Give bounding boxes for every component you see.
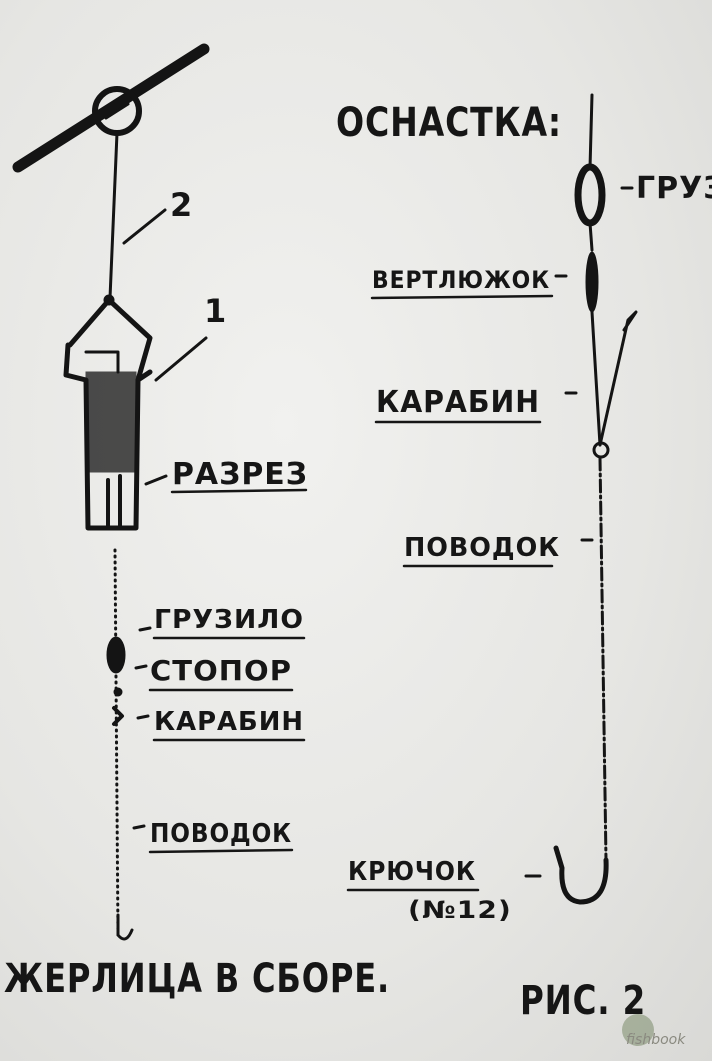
main-line-lower — [113, 548, 120, 937]
swivel — [585, 251, 599, 313]
snap-right — [598, 310, 638, 447]
label-povodok-right: ПОВОДОК — [404, 533, 560, 563]
label-hook-size: (№12) — [408, 896, 512, 924]
title-osnastka: ОСНАСТКА: — [336, 100, 562, 146]
label-stopor: СТОПОР — [150, 654, 292, 687]
weight — [574, 163, 606, 227]
label-povodok-left: ПОВОДОК — [150, 819, 292, 849]
hook — [553, 845, 609, 905]
label-vertlyuzhok: ВЕРТЛЮЖОК — [372, 266, 550, 294]
label-gruzilo: ГРУЗИЛО — [154, 605, 304, 635]
watermark-logo-icon — [622, 1014, 654, 1046]
left-hook — [116, 913, 134, 941]
sinker — [106, 636, 126, 674]
zherlitsa-assembly: 2 1 РАЗРЕЗ ГРУЗИЛО СТОПОР КАРАБИН ПОВОДО… — [4, 43, 390, 1002]
watermark: fishbook — [622, 1014, 686, 1048]
callout-1: 1 — [204, 292, 227, 330]
snap — [112, 706, 124, 726]
main-line — [588, 93, 594, 170]
float-body — [63, 342, 153, 531]
label-gruz: ГРУЗ — [636, 171, 712, 206]
float-slot — [106, 474, 122, 530]
main-line-upper — [108, 131, 119, 300]
watermark-text: fishbook — [626, 1032, 686, 1048]
callout-2: 2 — [170, 186, 193, 224]
label-kryuchok: КРЮЧОК — [348, 857, 476, 887]
label-karabin-right: КАРАБИН — [376, 385, 540, 420]
cross-stick — [12, 43, 210, 173]
leader — [598, 456, 608, 862]
stopper — [113, 687, 123, 697]
label-razrez: РАЗРЕЗ — [172, 457, 308, 492]
rig-detail: ОСНАСТКА: ГРУЗ ВЕРТЛЮЖОК КАРАБИН ПОВОДОК… — [336, 93, 712, 1024]
float-bridle — [67, 297, 153, 383]
figure-label: РИС. 2 — [520, 978, 646, 1024]
wound-line — [85, 371, 137, 473]
label-karabin-left: КАРАБИН — [154, 707, 304, 737]
caption-zherlitsa: ЖЕРЛИЦА В СБОРЕ. — [4, 956, 390, 1002]
